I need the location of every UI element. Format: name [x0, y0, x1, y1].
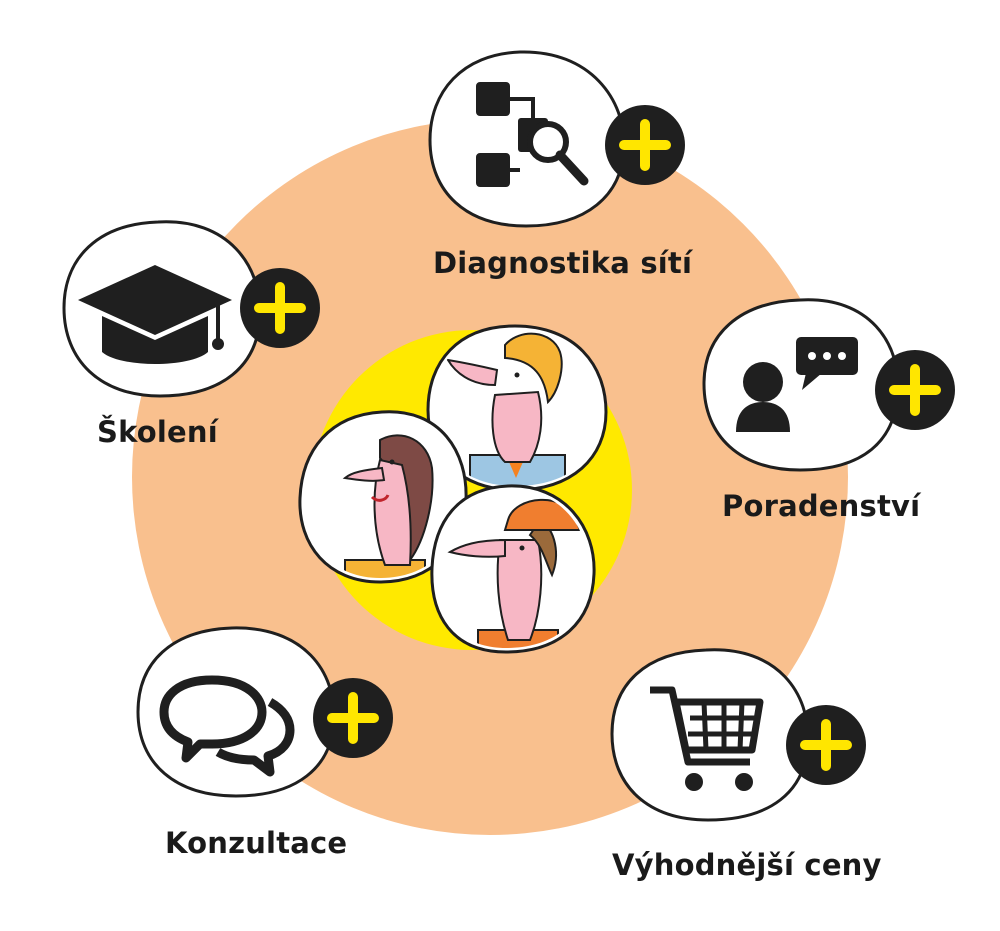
- businessman-avatar: [426, 324, 608, 492]
- service-label-skoleni[interactable]: Školení: [97, 415, 218, 449]
- plus-badge[interactable]: [313, 678, 393, 758]
- plus-badge[interactable]: [240, 268, 320, 348]
- advisor-chat-icon: [736, 337, 858, 432]
- plus-badge[interactable]: [605, 105, 685, 185]
- service-node-skoleni[interactable]: [62, 220, 320, 398]
- shopping-cart-icon: [650, 686, 764, 791]
- service-label-diagnostika[interactable]: Diagnostika sítí: [433, 246, 693, 280]
- service-label-vyhodnejsi-ceny[interactable]: Výhodnější ceny: [612, 848, 882, 882]
- center-people-group: [298, 324, 608, 654]
- network-diagnostics-icon: [476, 82, 589, 187]
- service-node-poradenstvi[interactable]: [702, 298, 955, 472]
- speech-bubbles-icon: [159, 675, 295, 777]
- service-label-poradenstvi[interactable]: Poradenství: [722, 489, 921, 523]
- service-label-konzultace[interactable]: Konzultace: [165, 826, 348, 860]
- graduation-cap-icon: [78, 265, 232, 364]
- plus-badge[interactable]: [875, 350, 955, 430]
- worker-helmet-avatar: [430, 484, 596, 654]
- service-node-konzultace[interactable]: [136, 626, 393, 798]
- woman-avatar: [298, 410, 468, 584]
- service-node-vyhodnejsi-ceny[interactable]: [610, 648, 866, 822]
- plus-badge[interactable]: [786, 705, 866, 785]
- service-node-diagnostika[interactable]: [428, 50, 685, 228]
